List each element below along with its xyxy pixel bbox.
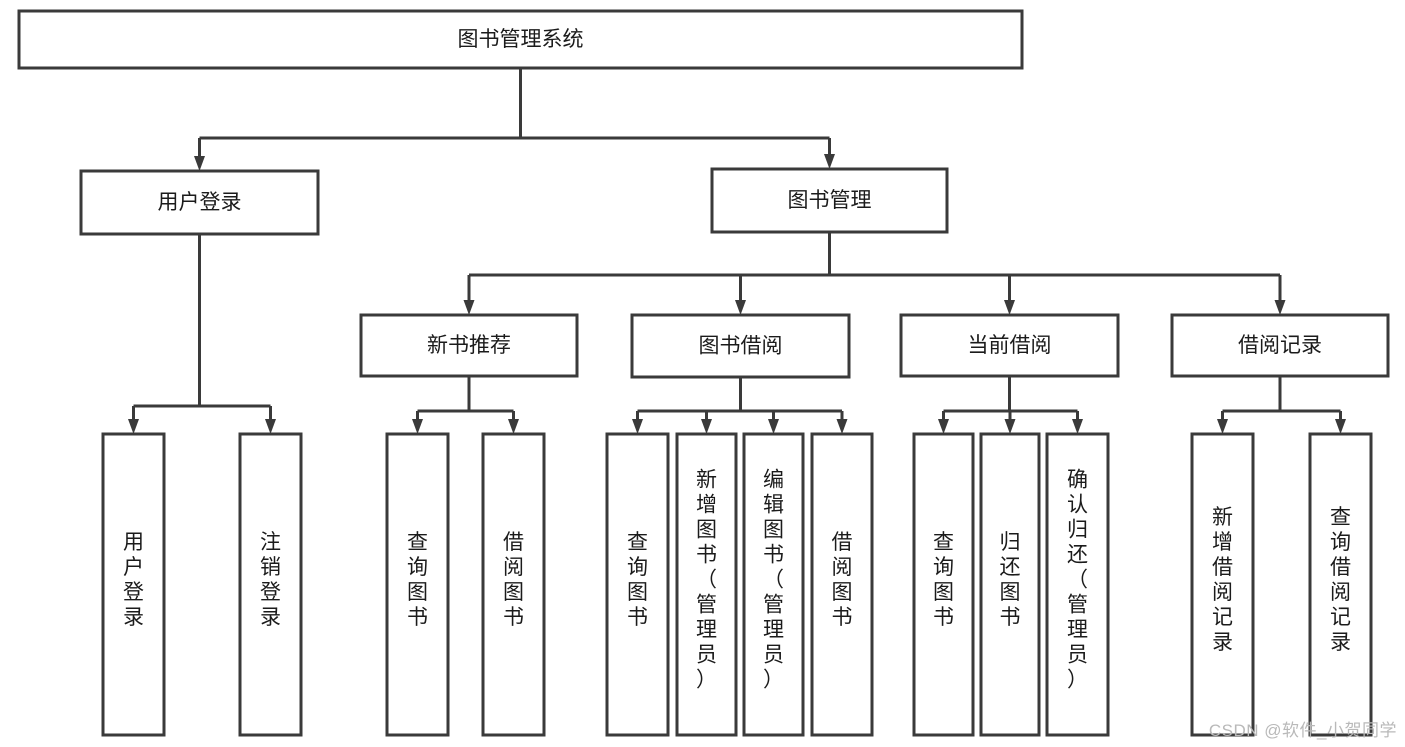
node-label: 查询借阅记录 bbox=[1330, 506, 1351, 654]
node-label: 图书管理系统 bbox=[458, 28, 584, 51]
node-label: 借阅图书 bbox=[832, 531, 853, 629]
node-label: 图书管理 bbox=[788, 189, 872, 212]
arrow-head-icon-l3-1-1 bbox=[701, 419, 712, 434]
node-leaf-编辑图书管理员-6[interactable]: 编辑图书（管理员） bbox=[742, 432, 805, 737]
arrow-head-icon-l3-3-0 bbox=[1217, 419, 1228, 434]
node-box bbox=[1308, 432, 1373, 737]
node-leaf-借阅图书-3[interactable]: 借阅图书 bbox=[481, 432, 546, 737]
node-label: 确认归还（管理员） bbox=[1067, 469, 1088, 692]
arrow-head-icon-l3-3-1 bbox=[1335, 419, 1346, 434]
node-leaf-确认归还管理员-10[interactable]: 确认归还（管理员） bbox=[1045, 432, 1110, 737]
arrow-head-icon-l3-0-0 bbox=[412, 419, 423, 434]
node-leaf-注销登录-1[interactable]: 注销登录 bbox=[238, 432, 303, 737]
node-root-图书管理系统-0[interactable]: 图书管理系统 bbox=[17, 9, 1024, 70]
node-label: 图书借阅 bbox=[699, 335, 783, 358]
node-box bbox=[710, 167, 949, 234]
node-box bbox=[979, 432, 1041, 737]
node-leaf-查询图书-8[interactable]: 查询图书 bbox=[912, 432, 975, 737]
node-label: 新书推荐 bbox=[427, 334, 511, 357]
arrow-head-icon-root-1 bbox=[824, 154, 835, 169]
arrow-head-icon-bookmgmt-3 bbox=[1274, 300, 1286, 315]
node-label: 查询图书 bbox=[407, 531, 428, 629]
node-box bbox=[1190, 432, 1255, 737]
node-layer: 图书管理系统用户登录图书管理新书推荐图书借阅当前借阅借阅记录用户登录注销登录查询… bbox=[17, 9, 1390, 737]
node-box bbox=[1170, 313, 1390, 378]
node-label: 用户登录 bbox=[158, 191, 242, 214]
arrow-head-icon-l3-0-1 bbox=[508, 419, 519, 434]
node-box bbox=[359, 313, 579, 378]
arrow-head-icon-l3-1-0 bbox=[632, 419, 643, 434]
node-label: 用户登录 bbox=[123, 531, 144, 629]
node-box bbox=[675, 432, 738, 737]
node-box bbox=[742, 432, 805, 737]
node-box bbox=[810, 432, 874, 737]
arrow-head-icon-userlogin-0 bbox=[128, 419, 139, 434]
arrow-head-icon-l3-1-2 bbox=[768, 419, 779, 434]
node-l2-用户登录-0[interactable]: 用户登录 bbox=[79, 169, 320, 236]
node-leaf-新增图书管理员-5[interactable]: 新增图书（管理员） bbox=[675, 432, 738, 737]
node-box bbox=[912, 432, 975, 737]
node-box bbox=[1045, 432, 1110, 737]
node-box bbox=[79, 169, 320, 236]
node-label: 借阅记录 bbox=[1238, 334, 1322, 357]
arrow-head-icon-l3-1-3 bbox=[836, 419, 848, 434]
arrow-head-icon-userlogin-1 bbox=[265, 419, 276, 434]
arrow-head-icon-l3-2-1 bbox=[1004, 419, 1016, 434]
arrow-head-icon-bookmgmt-0 bbox=[463, 300, 475, 315]
node-box bbox=[630, 313, 851, 379]
node-leaf-查询借阅记录-12[interactable]: 查询借阅记录 bbox=[1308, 432, 1373, 737]
node-label: 查询图书 bbox=[933, 531, 954, 629]
node-label: 归还图书 bbox=[1000, 531, 1021, 629]
arrow-head-icon-l3-2-2 bbox=[1072, 419, 1083, 434]
node-box bbox=[17, 9, 1024, 70]
node-leaf-归还图书-9[interactable]: 归还图书 bbox=[979, 432, 1041, 737]
node-leaf-查询图书-4[interactable]: 查询图书 bbox=[605, 432, 670, 737]
node-l3-借阅记录-3[interactable]: 借阅记录 bbox=[1170, 313, 1390, 378]
node-l3-新书推荐-0[interactable]: 新书推荐 bbox=[359, 313, 579, 378]
node-label: 新增借阅记录 bbox=[1212, 506, 1233, 654]
node-l2-图书管理-1[interactable]: 图书管理 bbox=[710, 167, 949, 234]
arrow-head-icon-bookmgmt-2 bbox=[1004, 300, 1015, 315]
node-leaf-新增借阅记录-11[interactable]: 新增借阅记录 bbox=[1190, 432, 1255, 737]
node-box bbox=[605, 432, 670, 737]
node-label: 注销登录 bbox=[260, 531, 281, 629]
node-l3-当前借阅-2[interactable]: 当前借阅 bbox=[899, 313, 1120, 378]
arrow-head-icon-bookmgmt-1 bbox=[735, 300, 746, 315]
node-box bbox=[238, 432, 303, 737]
node-label: 编辑图书（管理员） bbox=[763, 469, 784, 692]
node-label: 当前借阅 bbox=[968, 334, 1052, 357]
node-leaf-查询图书-2[interactable]: 查询图书 bbox=[385, 432, 450, 737]
arrow-head-icon-root-0 bbox=[194, 156, 205, 171]
node-leaf-用户登录-0[interactable]: 用户登录 bbox=[101, 432, 166, 737]
node-label: 新增图书（管理员） bbox=[696, 469, 717, 692]
node-box bbox=[899, 313, 1120, 378]
node-box bbox=[385, 432, 450, 737]
node-box bbox=[481, 432, 546, 737]
node-label: 借阅图书 bbox=[503, 531, 524, 629]
node-label: 查询图书 bbox=[627, 531, 648, 629]
node-box bbox=[101, 432, 166, 737]
connector-layer bbox=[128, 68, 1346, 434]
csdn-watermark: CSDN @软件_小贺同学 bbox=[1208, 721, 1397, 740]
node-l3-图书借阅-1[interactable]: 图书借阅 bbox=[630, 313, 851, 379]
arrow-head-icon-l3-2-0 bbox=[938, 419, 949, 434]
node-leaf-借阅图书-7[interactable]: 借阅图书 bbox=[810, 432, 874, 737]
